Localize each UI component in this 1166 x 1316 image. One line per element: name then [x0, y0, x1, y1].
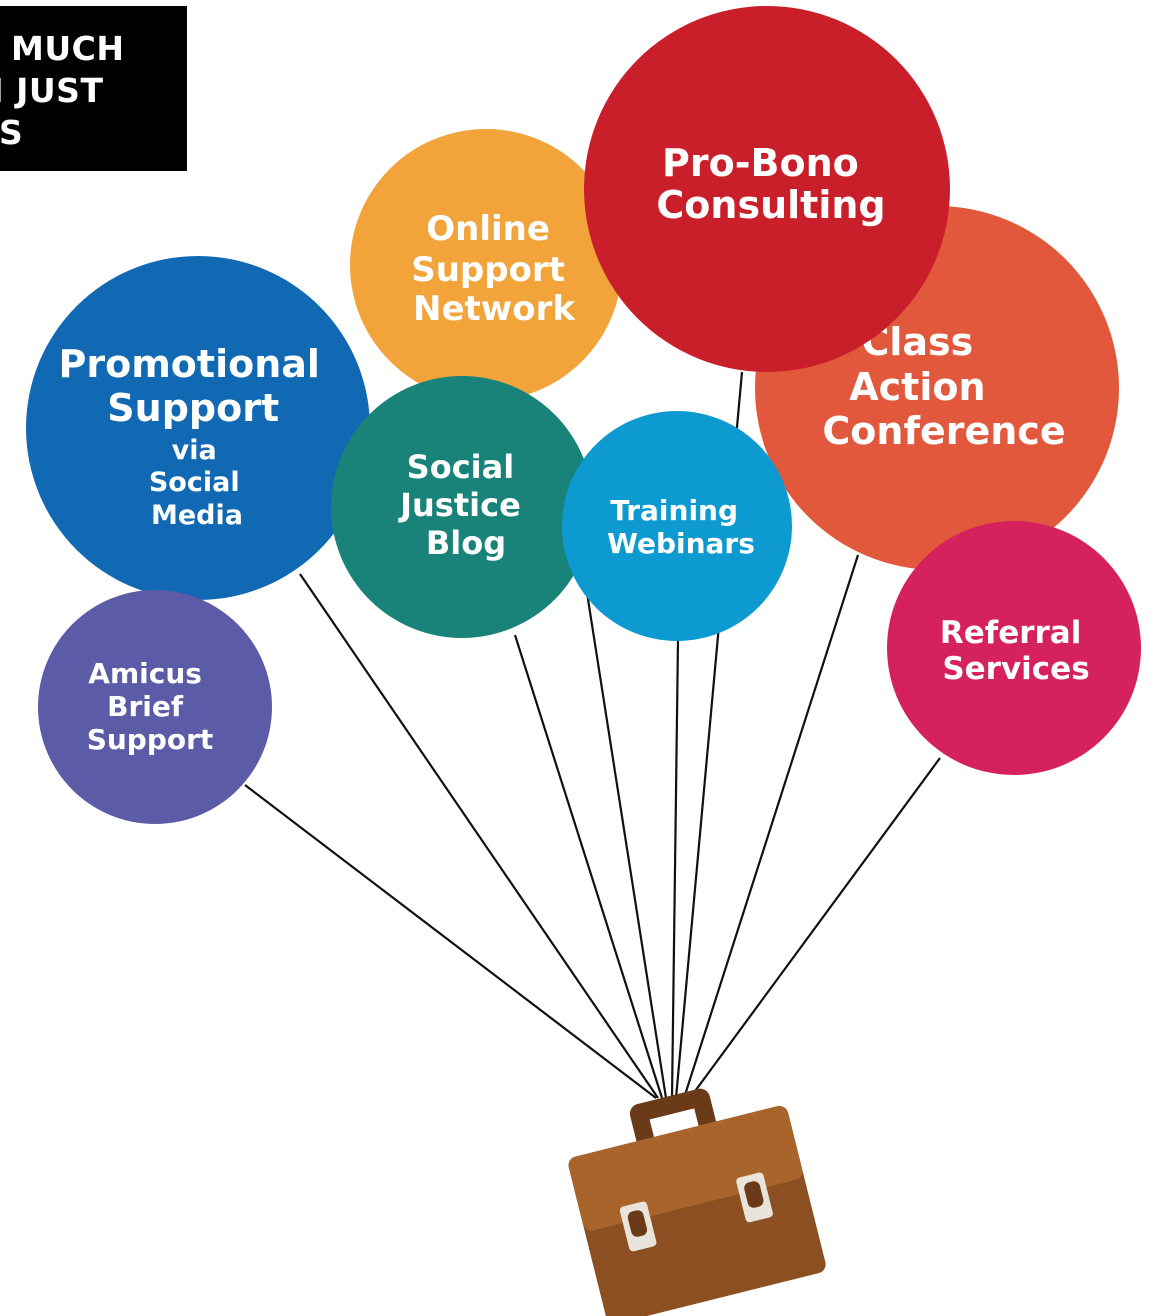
svg-text:Pro-Bono Consulting: Pro-Bono Consulting — [656, 141, 885, 227]
balloon-label-line: Consulting — [656, 183, 885, 227]
balloon-referral-services: Referral Services — [887, 521, 1141, 775]
banner-line-1: E MUCH — [0, 29, 125, 68]
balloon-shape — [350, 129, 622, 401]
string-training-left — [583, 579, 668, 1099]
svg-text:Amicus Brief Suppo: Amicus Brief Support — [87, 657, 214, 756]
svg-text:Training Webinars: Training Webinars — [607, 494, 755, 560]
balloon-label-line: Services — [942, 651, 1089, 687]
svg-text:Class Action Confe: Class Action Conference — [822, 320, 1065, 453]
balloon-label-line: Amicus — [88, 657, 202, 690]
balloon-label-line: Training — [610, 494, 738, 527]
balloon-label-line: Network — [413, 289, 576, 329]
balloon-label-line: Promotional — [59, 342, 320, 386]
balloon-shape — [331, 376, 593, 638]
balloon-label-line: Support — [107, 386, 279, 430]
balloon-label-line: Webinars — [607, 527, 755, 560]
svg-text:Referral Services: Referral Services — [940, 615, 1092, 687]
balloon-sub-line: Social — [149, 467, 240, 498]
string-training-center — [670, 639, 680, 1099]
balloon-sub-line: Media — [151, 500, 243, 531]
briefcase-clasp-left-inner — [627, 1210, 648, 1237]
string-class-action — [682, 554, 860, 1099]
balloon-label-line: Referral — [940, 615, 1082, 651]
balloon-shape — [887, 521, 1141, 775]
balloon-label-line: Pro-Bono — [662, 141, 859, 185]
string-amicus — [244, 784, 657, 1099]
svg-text:Online Support Net: Online Support Network — [411, 209, 577, 329]
briefcase-clasp-right-inner — [744, 1181, 764, 1208]
svg-text:Social Justice Blo: Social Justice Blog — [398, 448, 532, 562]
svg-text:Promotional Support: Promotional Support via Social Media — [59, 342, 326, 531]
balloon-social-justice-blog: Social Justice Blog — [331, 376, 593, 638]
string-promotional — [299, 573, 659, 1099]
banner-line-3: TS — [0, 113, 24, 152]
balloon-label-line: Social — [407, 448, 515, 486]
balloon-training-webinars: Training Webinars — [562, 411, 792, 641]
balloon-label-line: Justice — [398, 486, 521, 524]
balloon-shape — [26, 256, 370, 600]
briefcase-handle — [629, 1088, 717, 1142]
strings — [244, 371, 941, 1099]
briefcase-icon — [568, 1088, 826, 1316]
balloon-sub-line: via — [172, 435, 217, 466]
balloon-label-line: Support — [411, 250, 565, 290]
balloon-online-support-network: Online Support Network — [350, 129, 622, 401]
header-banner: E MUCH N JUST TS — [0, 6, 187, 171]
balloon-pro-bono-consulting: Pro-Bono Consulting — [584, 6, 950, 372]
balloon-shape — [584, 6, 950, 372]
balloon-label-line: Brief — [107, 690, 184, 723]
balloon-promotional-support: Promotional Support via Social Media — [26, 256, 370, 600]
balloon-label-line: Conference — [822, 409, 1065, 453]
balloon-label-line: Blog — [426, 524, 506, 562]
balloon-shape — [38, 590, 272, 824]
balloon-amicus-brief-support: Amicus Brief Support — [38, 590, 272, 824]
banner-line-2: N JUST — [0, 71, 104, 110]
balloon-shape — [562, 411, 792, 641]
string-referral — [689, 757, 941, 1099]
string-social-justice — [513, 634, 664, 1099]
briefcase-flap — [568, 1105, 803, 1231]
balloon-label-line: Action — [849, 365, 985, 409]
balloon-label-line: Online — [426, 209, 550, 249]
balloon-label-line: Support — [87, 723, 214, 756]
